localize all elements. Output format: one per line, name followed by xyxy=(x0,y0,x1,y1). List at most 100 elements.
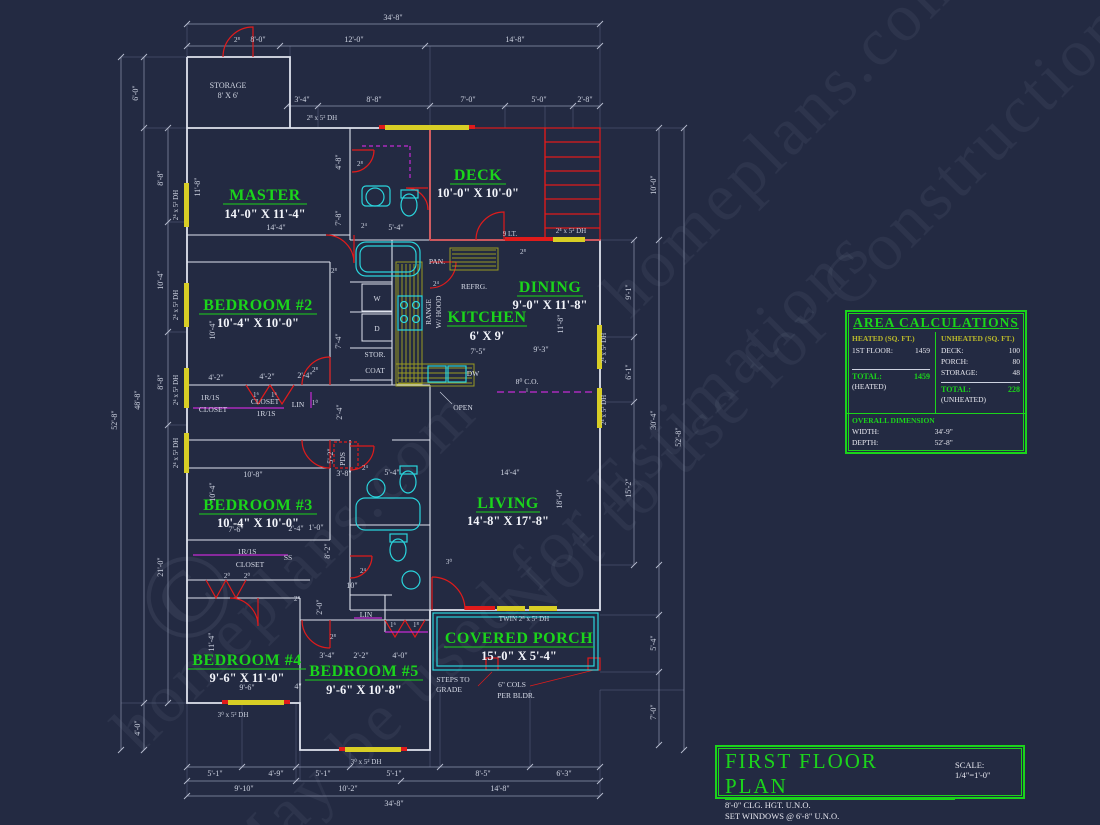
window-twin-a xyxy=(497,606,525,611)
bath-toilet-tank xyxy=(400,189,419,199)
tag-master-bath-door: 2⁸ xyxy=(357,160,364,168)
plan-scale: SCALE: 1/4"=1'-0" xyxy=(955,760,991,780)
burner xyxy=(399,300,409,310)
kitchen-sink-left xyxy=(427,365,447,383)
room-storage-size: 8' X 6' xyxy=(218,91,239,100)
width-value: 34'-9" xyxy=(934,427,953,437)
dishwasher-label: DW xyxy=(467,369,480,378)
door-bed2-closet xyxy=(245,384,295,406)
dim-top-7: 5'-0" xyxy=(531,95,546,104)
burner xyxy=(399,314,409,324)
dim-bed4-h: 11'-4" xyxy=(207,632,216,651)
tag-master-door: 2⁸ xyxy=(331,267,338,275)
bath2-sink xyxy=(401,570,421,590)
unheated-total-rule xyxy=(941,381,1020,383)
dim-right-3: 15'-2" xyxy=(624,478,633,497)
dim-left-6: 52'-8" xyxy=(110,410,119,429)
area-columns: HEATED (SQ. FT.) 1ST FLOOR: 1459 TOTAL: … xyxy=(847,332,1025,414)
tag-window-twin: TWIN 2⁸ x 5² DH xyxy=(499,615,549,623)
closet2b-label: CLOSET xyxy=(251,397,280,406)
dimension-lines xyxy=(117,20,688,800)
storage-value: 48 xyxy=(1012,367,1021,377)
tag-deck-lite: 9 LT. xyxy=(503,230,518,238)
cased-opening-label: 8⁰ C.O. xyxy=(516,377,539,386)
dim-bot-overall: 34'-8" xyxy=(384,799,403,808)
hall-bath-tank xyxy=(399,465,418,475)
tag-bed5-closet-b: 1⁸ xyxy=(413,621,420,629)
door-storage xyxy=(222,26,254,58)
dim-right-4: 30'-4" xyxy=(649,410,658,429)
room-labels: STORAGE 8' X 6' MASTER 14'-0" X 11'-4" D… xyxy=(192,81,592,697)
dim-bath-78: 7'-8" xyxy=(334,210,343,225)
dim-bed2-b: 4'-2" xyxy=(259,372,274,381)
dim-bot-4: 8'-5" xyxy=(475,769,490,778)
dim-bed2-c: 2'-4" xyxy=(297,371,312,380)
dim-lin-10: 10" xyxy=(346,581,357,590)
first-floor-label: 1ST FLOOR: xyxy=(852,346,893,355)
dim-bed3-h: 10'-4" xyxy=(208,482,217,501)
columns-label-2: PER BLDR. xyxy=(497,691,535,700)
interior-dimensions: 11'-8" 14'-4" 4'-8" 7'-8" 5'-4" 10'-4" 4… xyxy=(193,154,565,692)
first-floor-value: 1459 xyxy=(915,346,930,355)
windows-layer xyxy=(184,125,602,752)
closet2a-label: CLOSET xyxy=(199,405,228,414)
tag-window-left-1: 2⁴ x 5² DH xyxy=(172,190,180,220)
pocket-door-label: PDS xyxy=(338,452,347,466)
window-bed4 xyxy=(228,700,284,705)
door-bed5-closet xyxy=(384,619,426,639)
column-leader xyxy=(477,669,595,687)
dim-left-2: 10'-4" xyxy=(156,270,165,289)
tag-window-dining: 2⁴ x 5² DH xyxy=(556,227,586,235)
dim-bot-0: 5'-1" xyxy=(207,769,222,778)
window-left-2 xyxy=(184,283,189,327)
master-tub xyxy=(355,241,421,277)
dim-right-7: 7'-0" xyxy=(649,704,658,719)
door-bed5 xyxy=(301,619,331,649)
linen-label-2: LIN xyxy=(360,610,373,619)
storage-label: STORAGE: xyxy=(941,367,978,377)
dim-top-4: 3'-4" xyxy=(294,95,309,104)
room-living-name: LIVING xyxy=(477,495,539,512)
dim-kitchen-b: 9'-3" xyxy=(533,345,548,354)
room-bedroom3-size: 10'-4" X 10'-0" xyxy=(217,516,299,530)
pantry-label: PAN. xyxy=(429,257,445,266)
closet-rods-layer xyxy=(193,145,595,633)
bath2-toilet xyxy=(389,538,407,562)
dim-bath-48: 4'-8" xyxy=(334,154,343,169)
dim-left-1: 8'-8" xyxy=(156,170,165,185)
refrigerator-label: REFRG. xyxy=(461,282,487,291)
heated-total-value: 1459 xyxy=(914,371,930,381)
burner xyxy=(411,314,421,324)
window-left-1 xyxy=(184,183,189,227)
tag-wic-door: 2⁴ xyxy=(361,222,368,230)
room-bedroom2-size: 10'-4" X 10'-0" xyxy=(217,316,299,330)
door-bed4 xyxy=(229,597,259,627)
tag-bed2-door: 2⁸ xyxy=(312,366,319,374)
storage-row: STORAGE: 48 xyxy=(941,368,1020,379)
door-wic xyxy=(405,187,429,211)
tag-window-bed4: 3⁰ x 5² DH xyxy=(218,711,249,719)
dim-left-0: 6'-0" xyxy=(131,85,140,100)
dim-bed5-a: 3'-4" xyxy=(319,651,334,660)
dim-bed5-c: 4'-0" xyxy=(392,651,407,660)
range-label-2: W/ HOOD xyxy=(434,295,443,328)
dim-master-w: 14'-4" xyxy=(266,223,285,232)
dim-top-2: 12'-0" xyxy=(344,35,363,44)
room-master-name: MASTER xyxy=(229,187,300,204)
room-bedroom3-name: BEDROOM #3 xyxy=(203,497,312,514)
unheated-sub: (UNHEATED) xyxy=(941,395,986,405)
depth-row: DEPTH: 52'-8" xyxy=(852,438,953,449)
tag-bed3-closet-b: 2⁰ xyxy=(244,572,251,580)
tag-lin-door: 1⁰ xyxy=(312,399,319,407)
room-master-size: 14'-0" X 11'-4" xyxy=(224,207,305,221)
room-kitchen-size: 6' X 9' xyxy=(470,329,505,343)
storage-closet-label: STOR. xyxy=(365,350,386,359)
door-master-bath xyxy=(351,149,375,173)
unheated-total-label: TOTAL: xyxy=(941,384,971,394)
dim-bot-2: 5'-1" xyxy=(315,769,330,778)
washer-label: W xyxy=(373,294,381,303)
room-underlines xyxy=(188,183,594,681)
unheated-column: UNHEATED (SQ. FT.) DECK: 100 PORCH: 80 S… xyxy=(936,332,1025,413)
dim-kitchen-a: 7'-5" xyxy=(470,347,485,356)
